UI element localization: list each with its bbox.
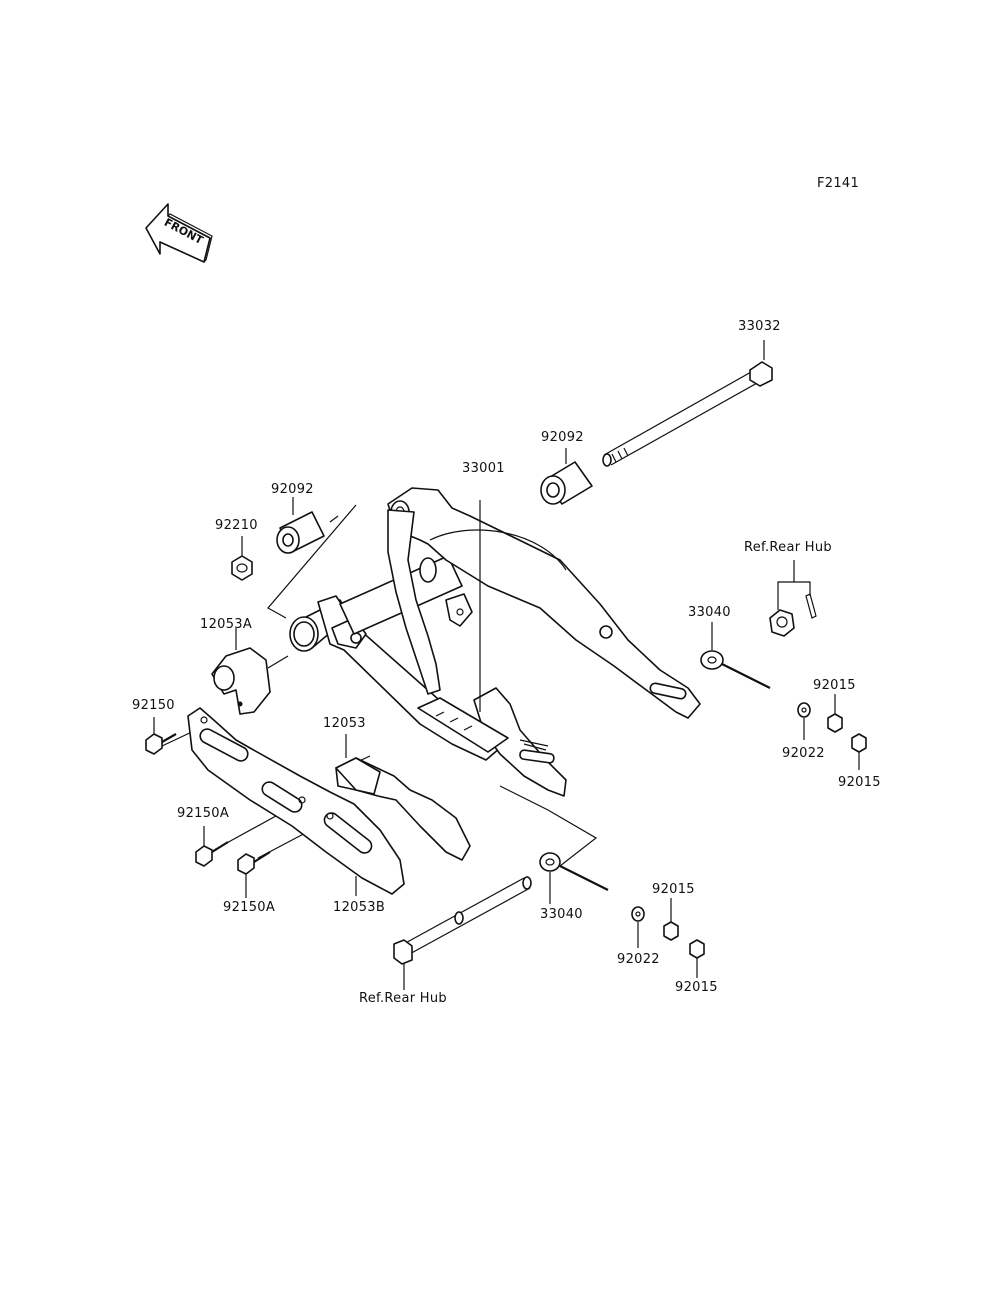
nut-92015-a (827, 694, 843, 733)
nut-92210 (231, 536, 253, 581)
label-92022-right: 92022 (782, 746, 825, 761)
label-33040-bottom: 33040 (540, 907, 583, 922)
label-92015-d: 92015 (675, 980, 718, 995)
label-92022-bottom: 92022 (617, 952, 660, 967)
washer-92022-bottom (631, 906, 645, 948)
label-92015-b: 92015 (838, 775, 881, 790)
label-92092-left: 92092 (271, 482, 314, 497)
label-92150A-bottom: 92150A (223, 900, 276, 915)
label-92150: 92150 (132, 698, 175, 713)
adjuster-33040-bottom (539, 852, 609, 904)
adjuster-33040-right (700, 622, 771, 689)
front-arrow-icon: FRONT (145, 203, 213, 263)
nut-92015-b (851, 733, 867, 770)
nut-92015-d (689, 939, 705, 978)
label-92150A-top: 92150A (177, 806, 230, 821)
label-ref-rear-hub-top: Ref.Rear Hub (744, 540, 832, 555)
bolt-92150A-bottom (237, 851, 271, 898)
chain-guide-12053A (211, 628, 271, 715)
label-ref-rear-hub-bottom: Ref.Rear Hub (359, 991, 447, 1006)
rear-axle (393, 876, 532, 990)
swingarm-33001 (289, 487, 701, 797)
label-12053B: 12053B (333, 900, 386, 915)
collar-92092-right (540, 448, 593, 505)
chain-guard-12053B (187, 707, 405, 896)
label-92210: 92210 (215, 518, 258, 533)
collar-92092-left (276, 497, 325, 554)
nut-92015-c (663, 898, 679, 941)
figure-code: F2141 (817, 176, 860, 191)
label-92015-c: 92015 (652, 882, 695, 897)
label-33001: 33001 (462, 461, 505, 476)
bolt-92150 (145, 717, 177, 755)
chain-slider-12053 (335, 734, 471, 861)
washer-92022-right (797, 702, 811, 740)
label-12053A: 12053A (200, 617, 253, 632)
label-33032: 33032 (738, 319, 781, 334)
label-92015-a: 92015 (813, 678, 856, 693)
label-12053: 12053 (323, 716, 366, 731)
pivot-shaft-33032 (602, 340, 773, 467)
axle-nut-ref (769, 560, 817, 637)
label-92092-right: 92092 (541, 430, 584, 445)
bolt-92150A-top (195, 826, 229, 867)
label-33040-right: 33040 (688, 605, 731, 620)
